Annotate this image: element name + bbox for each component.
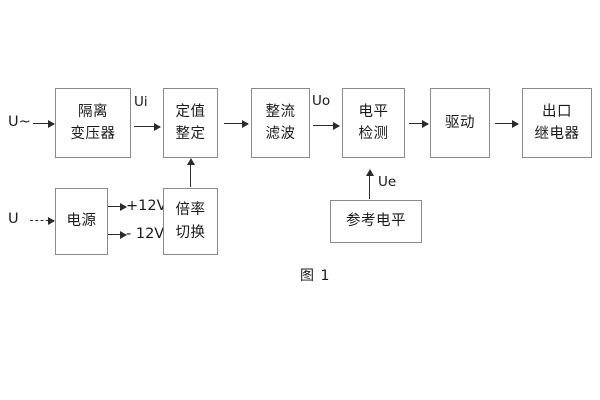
arrow-level-detection-to-drive [409,119,429,128]
box-rectify-filter-line-1: 整流 [265,103,296,120]
input-label-dc: U [8,211,19,227]
box-drive-line-1: 驱动 [445,114,475,131]
box-level-detection-line-1: 电平 [358,103,389,120]
arrow-drive-to-output-relay [495,119,519,128]
box-isolation-transformer: 隔离 变压器 [55,88,131,158]
figure-caption: 图 1 [300,268,331,284]
box-isolation-transformer-line-2: 变压器 [70,126,116,142]
box-reference-level: 参考电平 [330,200,422,243]
box-multiplier-switch: 倍率 切换 [163,188,218,255]
arrow-ac-to-isolation-transformer [33,119,55,128]
signal-label-uo: Uo [312,93,331,109]
box-setting-value-line-2: 整定 [175,126,206,142]
arrow-multiplier-switch-to-setting-value [186,158,195,187]
box-output-relay: 出口 继电器 [522,88,592,158]
box-multiplier-switch-line-1: 倍率 [175,202,206,219]
arrow-rectify-filter-to-level-detection [313,121,340,130]
supply-label-negative: - 12V [126,226,165,242]
supply-label-positive: +12V [126,198,167,214]
box-setting-value-line-1: 定值 [175,103,206,120]
box-rectify-filter: 整流 滤波 [251,88,310,158]
box-power-supply: 电源 [55,188,108,255]
arrow-setting-value-to-rectify-filter [224,119,249,128]
box-isolation-transformer-line-1: 隔离 [78,103,108,120]
box-level-detection: 电平 检测 [342,88,405,158]
arrow-dc-to-power-supply [30,216,55,225]
box-output-relay-line-2: 继电器 [534,126,580,142]
signal-label-ue: Ue [378,174,397,190]
box-rectify-filter-line-2: 滤波 [265,126,296,142]
signal-label-ui: Ui [134,94,148,110]
box-output-relay-line-1: 出口 [542,103,572,120]
input-label-ac: U~ [8,114,31,130]
box-reference-level-line-1: 参考电平 [346,213,406,230]
arrow-reference-level-to-level-detection [365,169,374,199]
arrow-power-supply-negative [108,230,127,239]
box-drive: 驱动 [430,88,490,158]
box-level-detection-line-2: 检测 [358,126,389,142]
box-power-supply-line-1: 电源 [66,213,97,230]
box-multiplier-switch-line-2: 切换 [175,224,206,241]
arrow-isolation-transformer-to-setting-value [134,122,161,131]
arrow-power-supply-positive [108,202,127,211]
box-setting-value: 定值 整定 [163,88,218,158]
